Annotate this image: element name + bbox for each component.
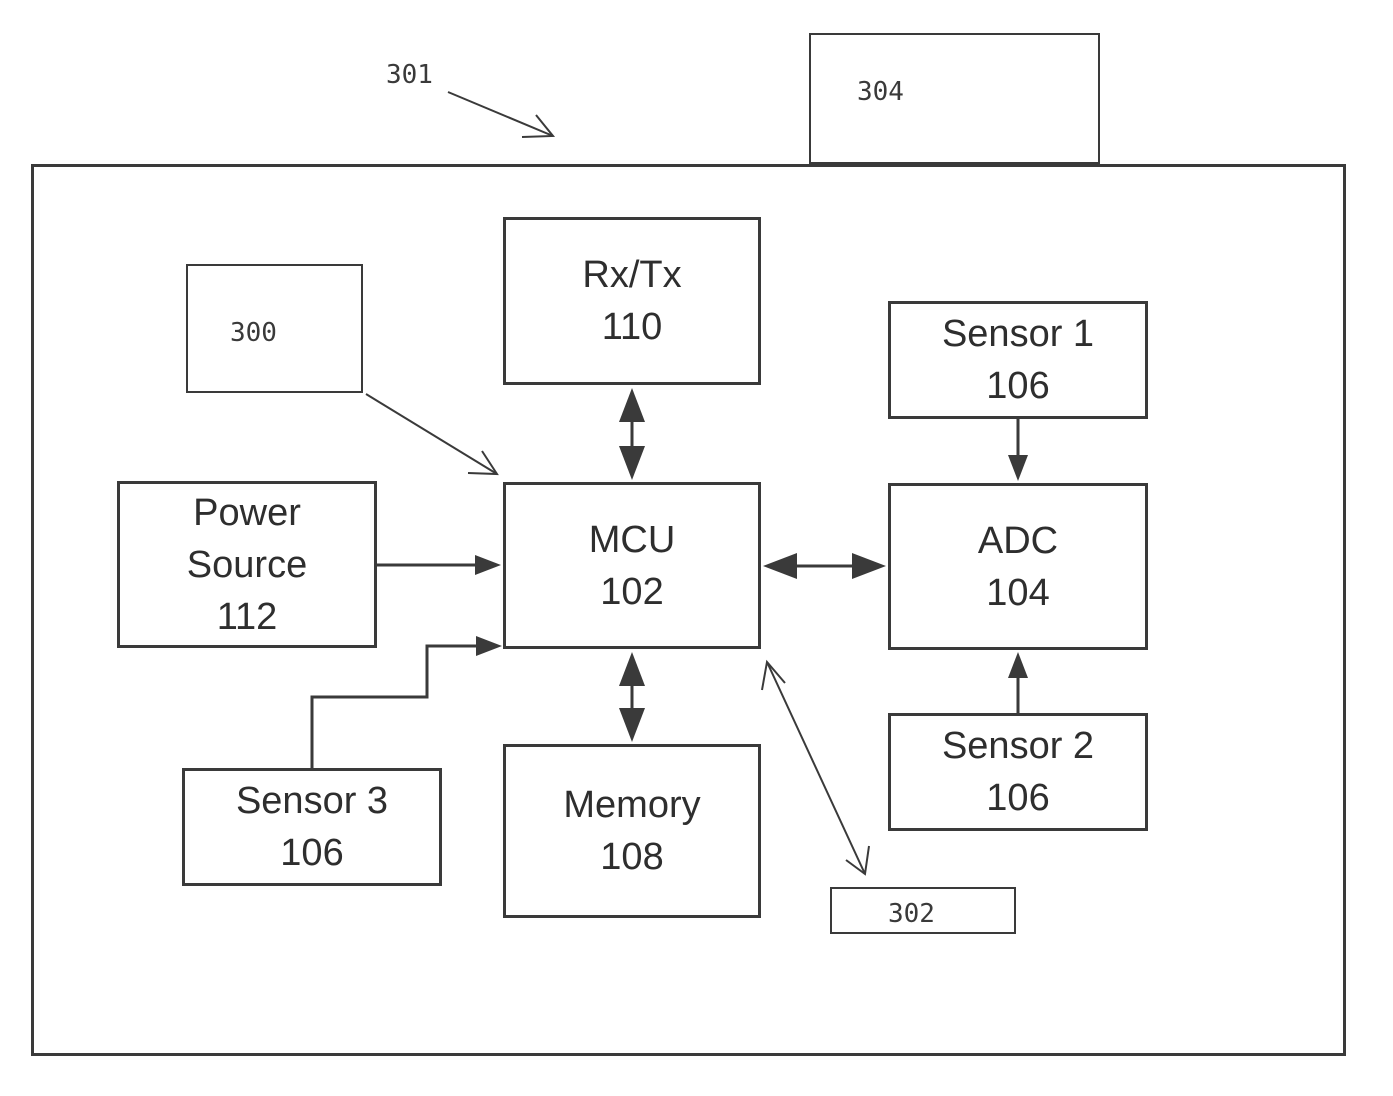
rxtx-mcu-arrowhead-up [619, 388, 645, 422]
sensor3-mcu-arrowhead [476, 636, 502, 656]
sensor1-adc-arrowhead [1008, 455, 1028, 481]
power-mcu-arrowhead [475, 555, 501, 575]
mcu-adc-arrowhead-right [852, 553, 886, 579]
ref-302-pointer [767, 662, 865, 874]
ref-300-pointer [366, 394, 497, 474]
sensor2-adc-arrowhead [1008, 652, 1028, 678]
mcu-memory-arrowhead-up [619, 652, 645, 686]
sensor3-mcu-link [312, 646, 478, 768]
mcu-adc-arrowhead-left [763, 553, 797, 579]
rxtx-mcu-arrowhead-down [619, 446, 645, 480]
mcu-memory-arrowhead-down [619, 708, 645, 742]
ref-301-pointer [448, 92, 553, 136]
